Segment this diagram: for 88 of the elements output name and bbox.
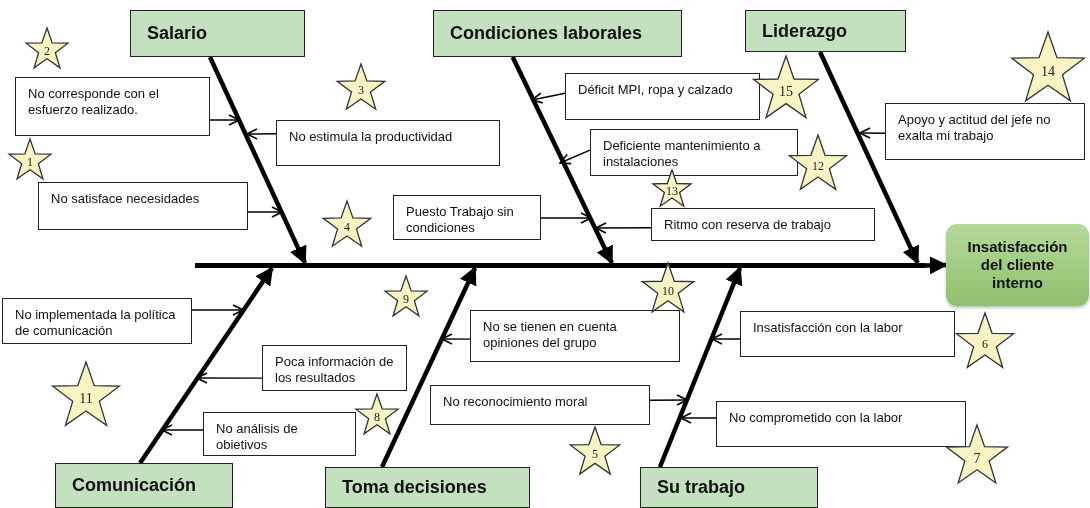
star-shape — [652, 170, 692, 210]
star-number: 4 — [344, 220, 350, 235]
category-box — [325, 467, 530, 508]
star-number: 10 — [662, 284, 674, 299]
bone-arrow — [138, 266, 274, 465]
cause-box — [262, 345, 407, 391]
cause-text: No estimula la productividad — [289, 129, 454, 146]
cause-box — [38, 182, 248, 230]
category-label: Toma decisiones — [342, 477, 487, 498]
cause-box — [740, 311, 955, 357]
cause-arrow — [196, 372, 263, 384]
category-label: Salario — [147, 23, 208, 44]
cause-text: No reconocimiento moral — [443, 394, 589, 411]
cause-arrow — [540, 212, 592, 224]
effect-box — [946, 224, 1089, 306]
cause-arrow — [859, 127, 886, 139]
cause-box — [393, 195, 541, 240]
star-number: 12 — [812, 159, 824, 174]
star-number: 1 — [27, 155, 33, 170]
star-number: 8 — [374, 410, 380, 425]
cause-arrow — [649, 394, 688, 406]
cause-text: No se tienen en cuenta opiniones del grupo — [483, 319, 618, 352]
bone-arrow — [818, 51, 920, 265]
bone-arrow — [379, 266, 478, 468]
cause-text: Ritmo con reserva de trabajo — [664, 217, 832, 234]
category-box — [640, 467, 818, 508]
cause-arrow — [161, 424, 204, 436]
cause-arrow — [441, 333, 471, 345]
cause-box — [590, 129, 798, 176]
cause-text: No satisface necesidades — [51, 191, 201, 208]
star-shape — [8, 139, 52, 183]
star-shape — [355, 394, 399, 438]
category-box — [745, 10, 906, 52]
cause-box — [470, 310, 680, 362]
cause-text: Deficiente mantenimiento a instalaciones — [603, 138, 762, 171]
cause-box — [203, 412, 356, 456]
cause-text: No corresponde con el esfuerzo realizado. — [28, 86, 160, 119]
cause-box — [2, 298, 192, 344]
cause-box — [430, 385, 650, 425]
cause-text: No análisis de obietivos — [216, 421, 299, 454]
star-number: 15 — [779, 83, 793, 100]
cause-box — [565, 73, 760, 120]
category-label: Comunicación — [72, 475, 196, 496]
bone-arrow — [510, 56, 614, 265]
cause-text: No comprometido con la labor — [729, 410, 904, 427]
cause-box — [885, 103, 1085, 160]
star-shape — [25, 28, 69, 72]
star-number: 7 — [973, 450, 981, 467]
cause-text: No implementada la política de comunicación — [15, 307, 177, 340]
cause-arrow — [531, 92, 566, 104]
effect-label: Insatisfacción del cliente interno — [966, 238, 1069, 292]
cause-arrow — [680, 412, 717, 424]
star-shape — [384, 276, 428, 320]
cause-text: Insatisfacción con la labor — [753, 320, 904, 337]
bone-arrow — [207, 56, 308, 265]
cause-box — [651, 208, 875, 241]
cause-box — [276, 120, 500, 166]
star-shape — [336, 64, 386, 114]
star-number: 11 — [79, 390, 93, 407]
cause-box — [716, 401, 966, 447]
cause-text: Apoyo y actitud del jefe no exalta mi trabajo — [898, 112, 1052, 145]
cause-arrow — [191, 304, 244, 316]
cause-box — [15, 77, 210, 136]
bone-arrow — [924, 256, 948, 275]
category-box — [55, 463, 233, 508]
star-number: 2 — [44, 44, 50, 59]
star-number: 3 — [358, 83, 364, 98]
star-number: 5 — [592, 447, 598, 462]
star-number: 13 — [666, 184, 678, 199]
cause-arrow — [247, 206, 283, 218]
star-number: 14 — [1041, 63, 1055, 80]
cause-arrow — [246, 128, 277, 140]
cause-text: Puesto Trabajo sin condiciones — [406, 204, 515, 237]
cause-arrow — [209, 114, 240, 126]
bone-arrow — [657, 266, 743, 468]
category-box — [130, 10, 305, 57]
category-label: Condiciones laborales — [450, 23, 643, 44]
star-number: 6 — [982, 337, 988, 352]
category-label: Liderazgo — [762, 20, 847, 42]
cause-arrow — [595, 222, 652, 234]
cause-text: Déficit MPI, ropa y calzado — [578, 82, 734, 99]
cause-text: Poca información de los resultados — [275, 354, 395, 387]
category-box — [433, 10, 682, 57]
star-number: 9 — [403, 292, 409, 307]
cause-arrow — [559, 149, 591, 165]
star-shape — [322, 201, 372, 251]
cause-arrow — [711, 333, 741, 345]
category-label: Su trabajo — [657, 477, 745, 498]
